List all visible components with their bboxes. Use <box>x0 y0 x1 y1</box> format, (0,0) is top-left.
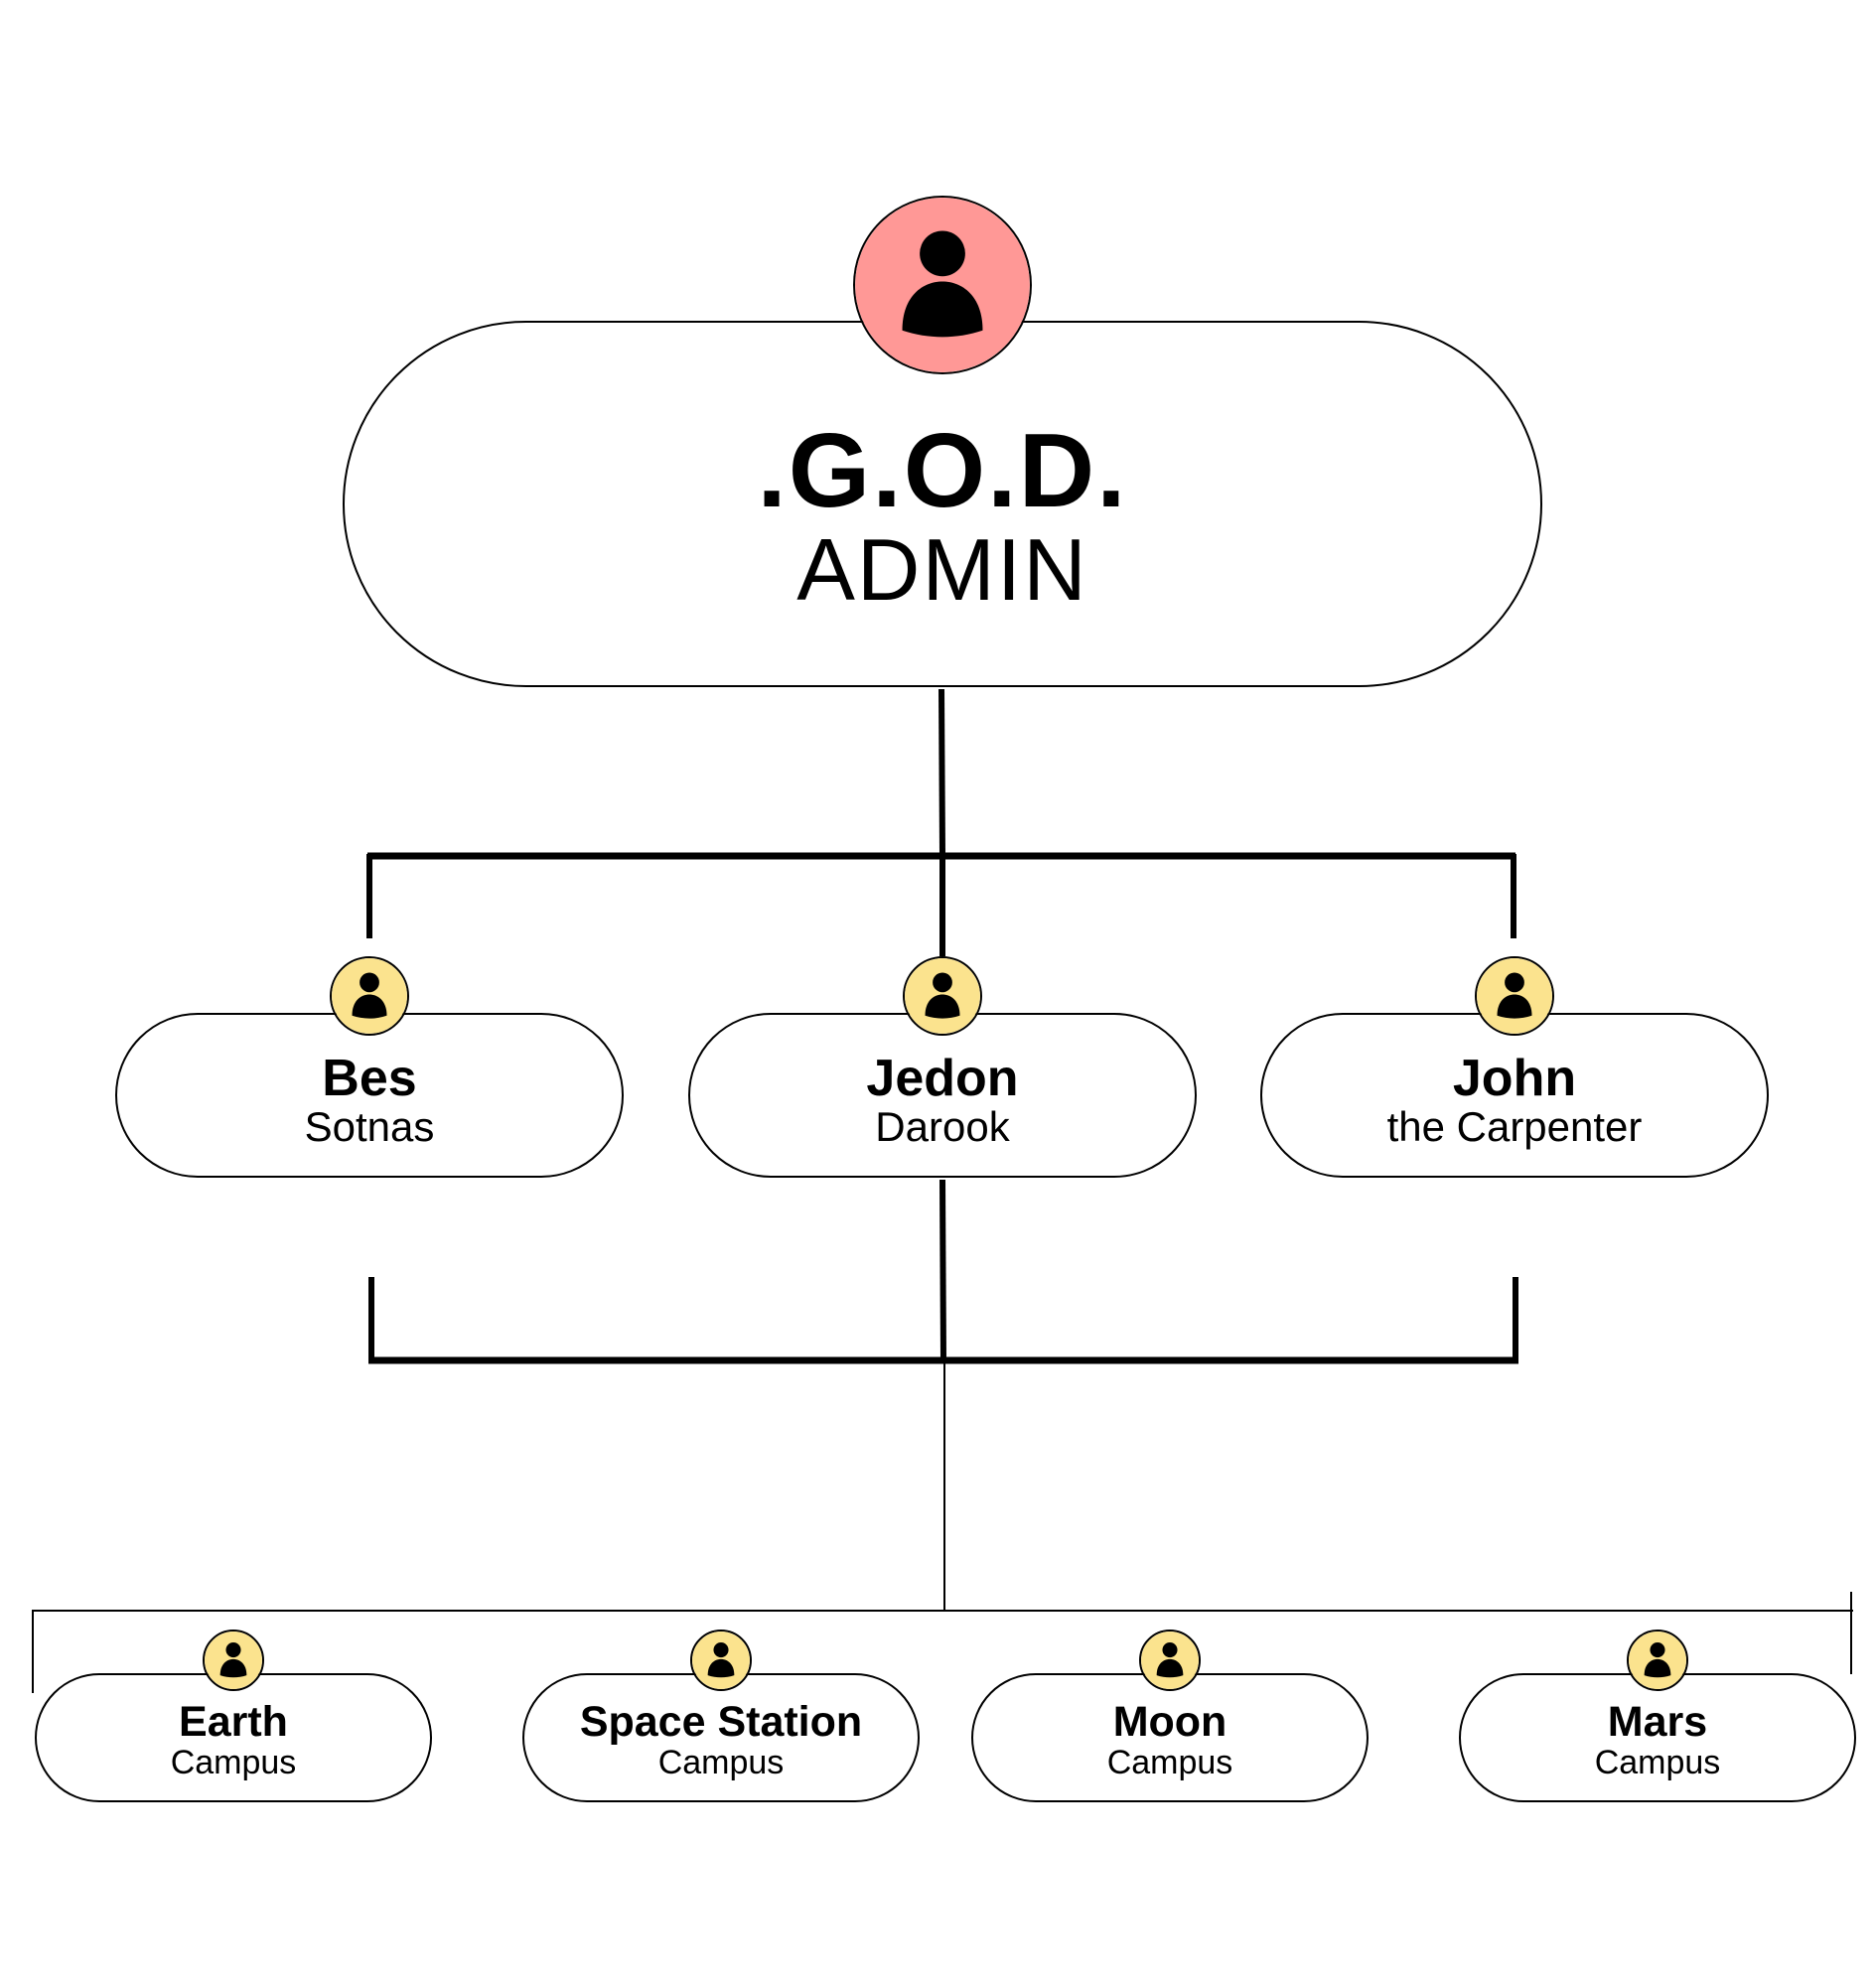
campus-name: Mars <box>1607 1698 1708 1746</box>
campus-name: Earth <box>179 1698 288 1746</box>
root-name: .G.O.D. <box>757 411 1128 529</box>
root-role: ADMIN <box>796 519 1088 619</box>
campus-role: Campus <box>170 1744 297 1781</box>
campus-node-mars: Mars Campus <box>1459 1673 1856 1802</box>
campus-role: Campus <box>657 1744 785 1781</box>
member-name: John <box>1452 1050 1577 1107</box>
person-glyph <box>205 1631 262 1689</box>
campus-node-moon: Moon Campus <box>971 1673 1369 1802</box>
person-glyph <box>1141 1631 1199 1689</box>
member-node-john: John the Carpenter <box>1260 1013 1769 1178</box>
member-name: Bes <box>322 1050 417 1107</box>
person-icon <box>330 956 409 1036</box>
person-icon <box>903 956 982 1036</box>
member-node-jedon: Jedon Darook <box>688 1013 1197 1178</box>
member-role: Sotnas <box>304 1103 435 1150</box>
person-glyph <box>855 198 1030 372</box>
member-node-bes: Bes Sotnas <box>115 1013 624 1178</box>
campus-node-earth: Earth Campus <box>35 1673 432 1802</box>
member-role: Darook <box>875 1103 1010 1150</box>
connector-root-down <box>938 688 945 857</box>
person-icon <box>1475 956 1554 1036</box>
campus-role: Campus <box>1594 1744 1721 1781</box>
root-node: .G.O.D. ADMIN <box>343 321 1542 687</box>
person-icon <box>853 196 1032 374</box>
person-glyph <box>1629 1631 1686 1689</box>
person-glyph <box>905 958 980 1034</box>
campus-node-space-station: Space Station Campus <box>522 1673 920 1802</box>
person-icon <box>203 1630 264 1691</box>
person-icon <box>1627 1630 1688 1691</box>
person-icon <box>690 1630 752 1691</box>
campus-name: Moon <box>1112 1698 1227 1746</box>
person-glyph <box>332 958 407 1034</box>
campus-name: Space Station <box>579 1698 863 1746</box>
member-role: the Carpenter <box>1386 1103 1643 1150</box>
person-glyph <box>1477 958 1552 1034</box>
person-glyph <box>692 1631 750 1689</box>
campus-role: Campus <box>1106 1744 1233 1781</box>
connector-jedon-down <box>939 1179 946 1361</box>
member-name: Jedon <box>866 1050 1019 1107</box>
person-icon <box>1139 1630 1201 1691</box>
